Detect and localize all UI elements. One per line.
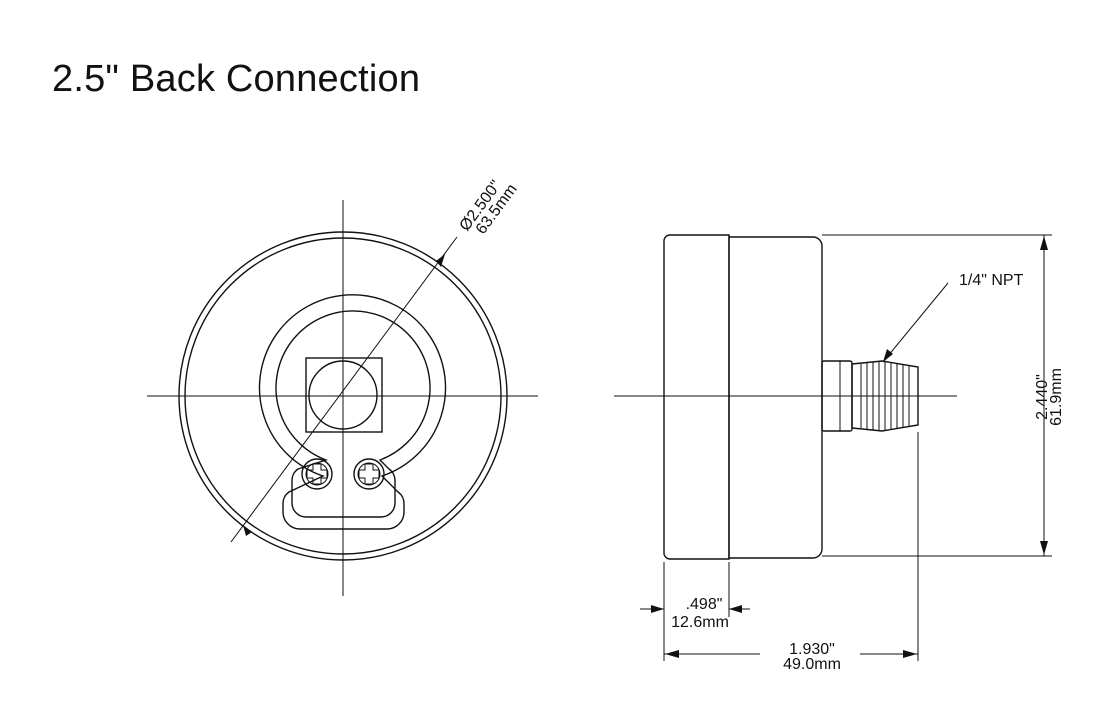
bezel-inches-label: .498" [686, 596, 723, 613]
screw-head-right [353, 458, 385, 490]
npt-leader-line [882, 282, 949, 363]
screw-head-left [301, 458, 333, 490]
socket-bore [308, 360, 378, 430]
front-view: Ø2.500" 63.5mm [147, 178, 538, 596]
depth-arrow-left [665, 650, 679, 658]
height-label-group: 2.440" 61.9mm [1034, 368, 1065, 426]
depth-mm-label: 49.0mm [783, 656, 841, 673]
bezel-body [663, 234, 730, 560]
mounting-bracket-outer [258, 294, 447, 530]
bezel-mm-label: 12.6mm [671, 614, 729, 631]
diameter-arrow-bottom [243, 525, 252, 536]
diameter-leader-line [230, 236, 458, 543]
diameter-label-group: Ø2.500" 63.5mm [457, 178, 521, 238]
height-mm-label: 61.9mm [1048, 368, 1065, 426]
npt-label: 1/4" NPT [959, 272, 1024, 289]
depth-label-mask [760, 644, 860, 655]
depth-inches-label: 1.930" [789, 641, 835, 658]
height-arrow-bottom [1040, 541, 1048, 555]
bezel-arrow-right [729, 605, 742, 613]
bezel-arrow-left [651, 605, 664, 613]
npt-connection [821, 360, 919, 432]
height-inches-label: 2.440" [1034, 374, 1051, 420]
case-body [728, 236, 823, 559]
height-arrow-top [1040, 236, 1048, 250]
side-view: 1/4" NPT 2.440" 61.9mm .498" 12.6mm [614, 234, 1065, 673]
gauge-outer-circle [178, 231, 508, 561]
mounting-bracket-inner [275, 310, 431, 518]
depth-arrow-right [903, 650, 917, 658]
socket-square [305, 357, 383, 433]
diameter-arrow-top [436, 254, 445, 267]
gauge-inner-circle [184, 237, 502, 555]
page-title: 2.5" Back Connection [52, 58, 421, 100]
npt-leader-arrow [883, 349, 893, 362]
